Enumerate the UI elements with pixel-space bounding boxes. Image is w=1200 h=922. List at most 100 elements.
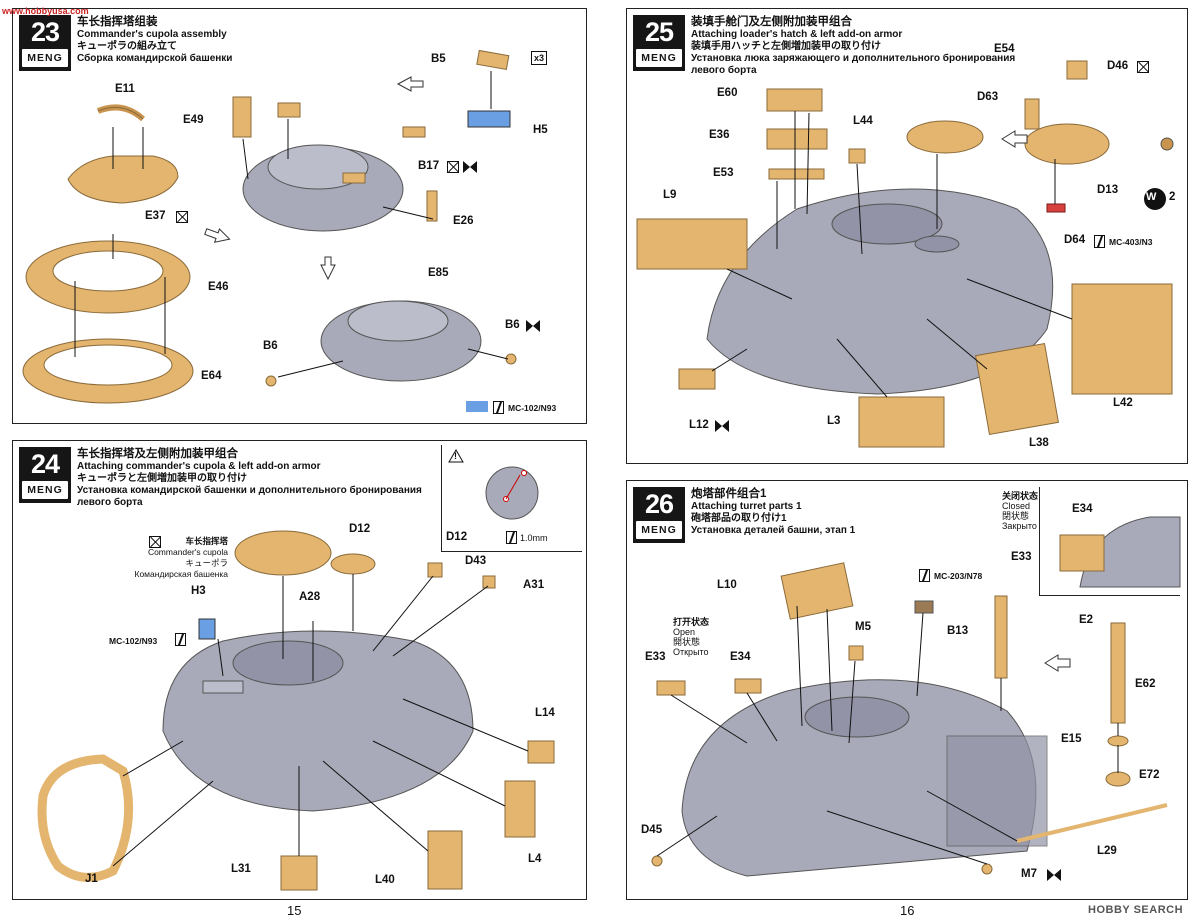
label-h3: H3 — [191, 585, 206, 597]
title-jp: 装填手用ハッチと左側増加装甲の取り付け — [691, 41, 881, 52]
flow-arrow-left — [1044, 654, 1071, 672]
drill-detail-box: ! D12 1.0mm — [441, 445, 582, 552]
label-j1: J1 — [85, 873, 98, 885]
title-ru: Установка люка заряжающего и дополнитель… — [691, 53, 1016, 76]
step-23-panel: 23 MENG 车长指挥塔组装 Commander's cupola assem… — [12, 8, 587, 424]
step-24-panel: 24 MENG 车长指挥塔及左侧附加装甲组合 Attaching command… — [12, 440, 587, 900]
part-e36 — [766, 128, 828, 150]
label-e2: E2 — [1079, 614, 1094, 626]
cement-not-icon — [447, 161, 459, 173]
assembly-arrows — [74, 71, 509, 378]
label-l4: L4 — [528, 853, 542, 865]
cover-l10 — [780, 562, 854, 620]
w-badge-text: W — [1146, 191, 1157, 203]
label-l14: L14 — [535, 707, 555, 719]
cupola-gray-lower — [265, 300, 517, 387]
step-23-badge: 23 MENG — [19, 15, 71, 71]
part-e53 — [768, 168, 825, 180]
title-en: Attaching commander's cupola & left add-… — [77, 461, 321, 472]
drill-size: 1.0mm — [520, 533, 548, 543]
label-l42: L42 — [1113, 397, 1133, 409]
ring-e46 — [25, 240, 191, 314]
label-e11: E11 — [115, 83, 135, 95]
brand-label: MENG — [636, 521, 682, 539]
label-e85: E85 — [428, 267, 449, 279]
frame-j1 — [37, 754, 134, 882]
part-e26 — [426, 190, 438, 222]
title-zh: 装填手舱门及左侧附加装甲组合 — [691, 16, 852, 28]
warning-icon: ! — [448, 449, 464, 463]
hatch-preview — [906, 120, 984, 154]
hatch-d13 — [1024, 123, 1110, 165]
part-e33 — [656, 680, 686, 696]
label-d12: D12 — [349, 523, 371, 535]
part-d64-red — [1046, 203, 1066, 213]
step-26-illustration — [651, 562, 1168, 877]
plate-l40 — [427, 830, 463, 890]
step-23-illustration — [22, 49, 517, 412]
step-23-title: 车长指挥塔组装 Commander's cupola assembly キューポ… — [77, 15, 232, 65]
plate-l4 — [504, 780, 536, 838]
label-l40: L40 — [375, 874, 395, 886]
watermark-bottom: HOBBY SEARCH — [1088, 904, 1184, 916]
title-jp: 砲塔部品の取り付け1 — [691, 513, 787, 524]
label-e36: E36 — [709, 129, 730, 141]
cupola-caption: 车长指挥塔 Commander's cupola キューポラ Командирс… — [134, 536, 229, 579]
closed-state-inset — [1039, 487, 1181, 596]
watermark-top: www.hobbyusa.com — [2, 6, 89, 16]
label-b17: B17 — [418, 160, 440, 172]
label-b5: B5 — [431, 53, 446, 65]
step-number: 26 — [644, 489, 674, 519]
brand-label: MENG — [636, 49, 682, 67]
plate-l3 — [858, 396, 945, 448]
label-e60: E60 — [717, 87, 738, 99]
cement-not-icon — [176, 211, 188, 223]
cement-not-icon — [149, 536, 161, 548]
tube-e2 — [994, 595, 1008, 679]
ring-e64 — [22, 338, 194, 404]
drill-circle — [485, 466, 539, 520]
part-e15 — [1107, 735, 1129, 747]
label-b6-right: B6 — [505, 319, 520, 331]
label-d12-detail: D12 — [446, 531, 468, 543]
label-e62: E62 — [1135, 678, 1156, 690]
part-b5 — [476, 49, 510, 71]
label-l10: L10 — [717, 579, 737, 591]
title-ru: Сборка командирской башенки — [77, 53, 233, 64]
part-l44 — [848, 148, 866, 164]
part-w — [1160, 137, 1174, 151]
part-d43 — [427, 562, 443, 578]
part-d46 — [1066, 60, 1088, 80]
part-d63 — [1024, 98, 1040, 130]
flow-arrow-diag — [204, 228, 231, 243]
part-a31 — [482, 575, 496, 589]
plate-l31 — [280, 855, 318, 891]
title-zh: 炮塔部件组合1 — [691, 488, 767, 500]
label-e72: E72 — [1139, 769, 1160, 781]
part-d45 — [651, 855, 663, 867]
part-e60 — [766, 88, 823, 112]
title-zh: 车长指挥塔组装 — [77, 16, 158, 28]
label-l31: L31 — [231, 863, 251, 875]
label-l12: L12 — [689, 419, 709, 431]
turret-gray — [681, 679, 1048, 877]
title-jp: キューポラと左側増加装甲の取り付け — [77, 473, 247, 484]
label-e46: E46 — [208, 281, 229, 293]
label-d43: D43 — [465, 555, 487, 567]
plate-l14 — [527, 740, 555, 764]
title-en: Attaching loader's hatch & left add-on a… — [691, 29, 903, 40]
label-d13: D13 — [1097, 184, 1119, 196]
plate-l12 — [678, 368, 716, 390]
flow-arrow-left — [1001, 130, 1028, 148]
label-m5: M5 — [855, 621, 871, 633]
step-26-panel: 26 MENG 炮塔部件组合1 Attaching turret parts 1… — [626, 480, 1188, 900]
step-24-title: 车长指挥塔及左侧附加装甲组合 Attaching commander's cup… — [77, 447, 427, 509]
plate-l42 — [1071, 283, 1173, 395]
label-e34-inset: E34 — [1072, 503, 1093, 515]
title-en: Commander's cupola assembly — [77, 29, 227, 40]
step-25-title: 装填手舱门及左侧附加装甲组合 Attaching loader's hatch … — [691, 15, 1021, 77]
flow-arrow-down — [320, 256, 336, 281]
title-zh: 车长指挥塔及左侧附加装甲组合 — [77, 448, 238, 460]
paint-brush-icon — [493, 401, 504, 414]
assembly-arrows — [656, 605, 1119, 865]
